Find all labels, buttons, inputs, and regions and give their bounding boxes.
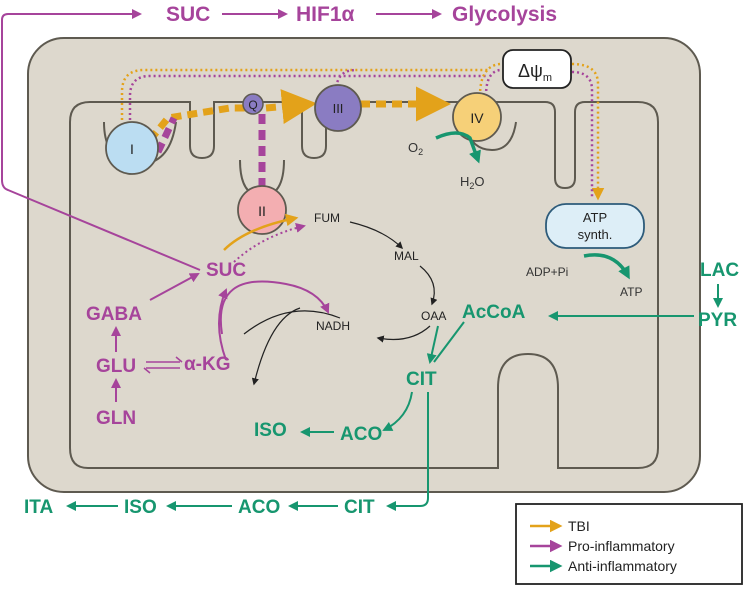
atp-synthase xyxy=(545,203,645,249)
tca-suc-label: SUC xyxy=(206,260,246,281)
tca-oaa-label: OAA xyxy=(421,309,446,323)
complex-IV-label: IV xyxy=(470,110,484,126)
akg-to-suc-arrow xyxy=(218,288,228,361)
pro-proton-line-IV xyxy=(484,68,503,97)
tbi-electron-flow-Q-III xyxy=(265,89,317,124)
atp-synthase-label-1: ATP xyxy=(583,210,607,225)
mitochondrion-inner-membrane xyxy=(69,101,659,469)
membrane-potential-box xyxy=(502,49,572,89)
pro-proton-line-III xyxy=(334,68,357,93)
top-glycolysis-label: Glycolysis xyxy=(452,3,557,26)
bottom-aco-label: ACO xyxy=(238,497,280,518)
complex-III-label: III xyxy=(333,101,344,116)
tca-aco-label: ACO xyxy=(340,424,382,445)
tca-fum-label: FUM xyxy=(314,211,340,225)
legend: TBI Pro-inflammatory Anti-inflammatory xyxy=(515,503,743,585)
gaba-to-suc-arrow xyxy=(149,273,200,301)
bottom-ita-label: ITA xyxy=(24,497,53,518)
adp-to-atp-arrow xyxy=(583,253,630,280)
top-hif-label: HIF1α xyxy=(296,3,355,26)
adp-label: ADP+Pi xyxy=(526,265,568,279)
complex-II xyxy=(237,185,287,235)
acoa-to-cit-arrow xyxy=(433,321,465,363)
pyr-label: PYR xyxy=(698,310,737,331)
legend-tbi-label: TBI xyxy=(568,518,590,534)
tca-acoa-label: AcCoA xyxy=(462,302,526,323)
tca-nadh-label: NADH xyxy=(316,319,350,333)
pro-proton-line-I xyxy=(128,74,488,120)
oxygen-label: O2 xyxy=(408,140,423,157)
legend-pro-label: Pro-inflammatory xyxy=(568,538,675,554)
complex-I-label: I xyxy=(130,141,134,157)
mal-to-oaa-arrow xyxy=(419,265,438,306)
pro-electron-flow-I xyxy=(154,116,178,154)
tca-mal-label: MAL xyxy=(394,249,419,263)
tbi-suc-to-fum-arrow xyxy=(223,213,299,251)
tca-akg-label: α-KG xyxy=(184,354,231,375)
coenzyme-q-label: Q xyxy=(248,98,257,112)
complex-III xyxy=(314,84,362,132)
iso-to-akg-arc xyxy=(251,307,301,386)
complex-I xyxy=(105,121,159,175)
complex-II-label: II xyxy=(258,203,266,219)
suc-export-arrow xyxy=(1,9,201,271)
membrane-potential-label: Δψm xyxy=(518,61,552,84)
glu-akg-equilibrium-hook-bottom xyxy=(143,367,151,374)
glu-akg-equilibrium-hook-top xyxy=(175,356,183,363)
glu-label: GLU xyxy=(96,356,136,377)
fum-to-mal-arrow xyxy=(349,221,404,250)
tca-iso-label: ISO xyxy=(254,420,287,441)
tca-cit-label: CIT xyxy=(406,369,437,390)
bottom-iso-label: ISO xyxy=(124,497,157,518)
gln-label: GLN xyxy=(96,408,136,429)
oaa-to-nadh-arrow xyxy=(376,325,431,343)
complex-IV xyxy=(452,92,502,142)
cit-to-aco-arrow xyxy=(382,391,413,431)
akg-to-nadh-arrow xyxy=(219,280,330,335)
oaa-to-cit-arrow xyxy=(426,325,439,364)
gaba-label: GABA xyxy=(86,304,142,325)
bottom-cit-label: CIT xyxy=(344,497,375,518)
atp-label: ATP xyxy=(620,285,642,299)
water-label: H2O xyxy=(460,174,485,191)
cit-export-arrow xyxy=(386,392,429,511)
lac-label: LAC xyxy=(700,260,739,281)
pro-suc-to-fum-arrow xyxy=(233,222,306,263)
pro-dpsi-to-atp-synth xyxy=(571,70,594,198)
top-suc-label: SUC xyxy=(166,3,210,26)
tbi-proton-line-I xyxy=(120,68,488,120)
oxygen-to-water-arrow xyxy=(435,131,481,164)
coenzyme-q xyxy=(242,93,264,115)
atp-synthase-label-2: synth. xyxy=(578,227,613,242)
legend-anti-label: Anti-inflammatory xyxy=(568,558,677,574)
